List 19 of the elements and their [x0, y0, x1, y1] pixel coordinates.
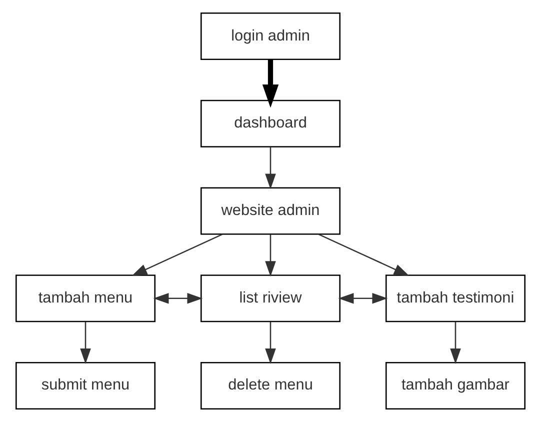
node-box: delete menu	[200, 362, 340, 410]
arrow	[262, 60, 278, 108]
node-box: tambah testimoni	[384, 274, 525, 322]
node-box: dashboard	[200, 100, 340, 148]
arrow	[264, 234, 276, 277]
arrow	[80, 322, 90, 364]
arrow	[264, 322, 276, 364]
arrow	[264, 147, 276, 190]
node-box: submit menu	[15, 362, 156, 410]
node-box: list riview	[200, 274, 340, 322]
node-box: tambah menu	[15, 274, 156, 322]
node-box: login admin	[200, 12, 340, 60]
node-box: tambah gambar	[384, 362, 525, 410]
arrow	[152, 292, 202, 304]
arrow	[318, 234, 409, 276]
arrow	[450, 322, 460, 364]
arrow	[338, 292, 388, 304]
node-box: website admin	[200, 187, 340, 235]
arrow	[131, 234, 222, 276]
